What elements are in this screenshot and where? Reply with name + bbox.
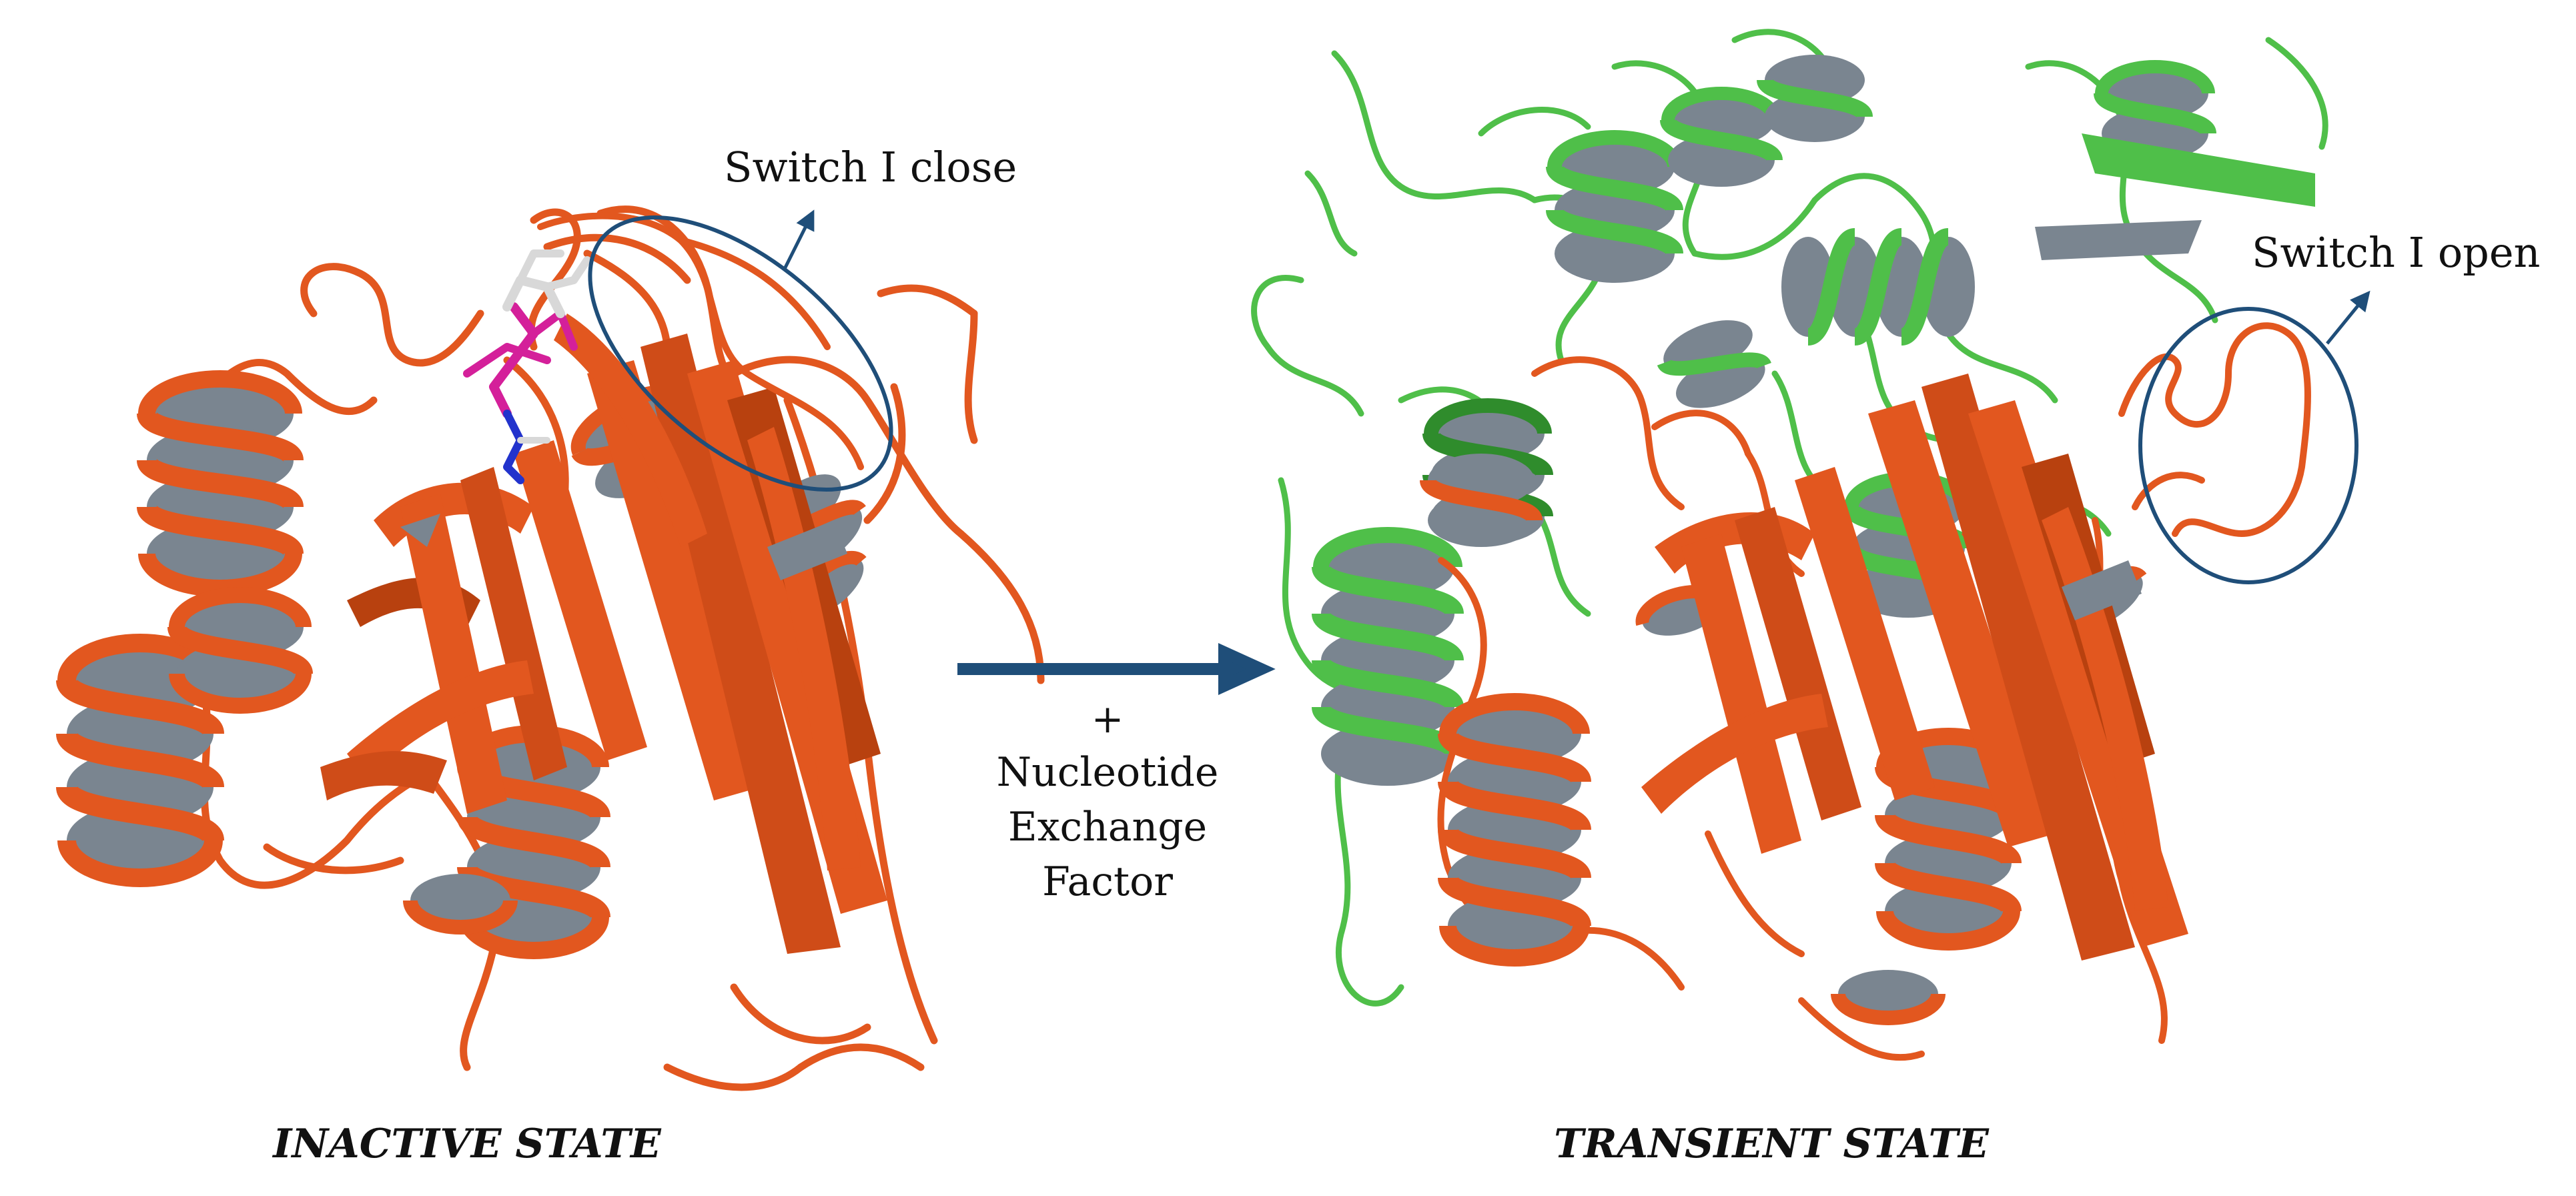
- switch-i-loop-transient: [2118, 322, 2311, 537]
- inactive-state-label: INACTIVE STATE: [272, 1121, 662, 1167]
- switch-close-label: Switch I close: [724, 143, 1017, 191]
- switch-close-annotation: Switch I close: [588, 143, 1017, 492]
- switch-i-loop-inactive: [537, 212, 864, 470]
- nef-line-3: Factor: [1042, 858, 1173, 905]
- inactive-state-structure: Switch I close INACTIVE STATE: [56, 143, 1045, 1167]
- nef-line-2: Exchange: [1008, 804, 1207, 850]
- transient-ras-strands: [1641, 374, 2188, 961]
- gef-strand: [2082, 133, 2315, 207]
- transient-state-structure: Switch I open TRANSIENT STATE: [1251, 29, 2541, 1167]
- inactive-coils: [196, 205, 1045, 1091]
- plus-sign: +: [1092, 696, 1124, 742]
- switch-open-ellipse: [2138, 307, 2358, 584]
- switch-open-label: Switch I open: [2252, 228, 2541, 277]
- transient-state-label: TRANSIENT STATE: [1554, 1121, 1990, 1167]
- switch-open-pointer: [2326, 290, 2371, 345]
- gdp-nucleotide: [463, 249, 591, 484]
- switch-open-annotation: Switch I open: [2138, 228, 2541, 584]
- switch-close-ellipse: [588, 215, 893, 492]
- transition-arrow: [957, 643, 1276, 695]
- switch-close-pointer: [782, 209, 815, 271]
- nef-line-1: Nucleotide: [997, 749, 1219, 796]
- inactive-helices: [56, 370, 867, 959]
- inactive-strands: [320, 314, 887, 954]
- transition: + Nucleotide Exchange Factor: [957, 643, 1276, 905]
